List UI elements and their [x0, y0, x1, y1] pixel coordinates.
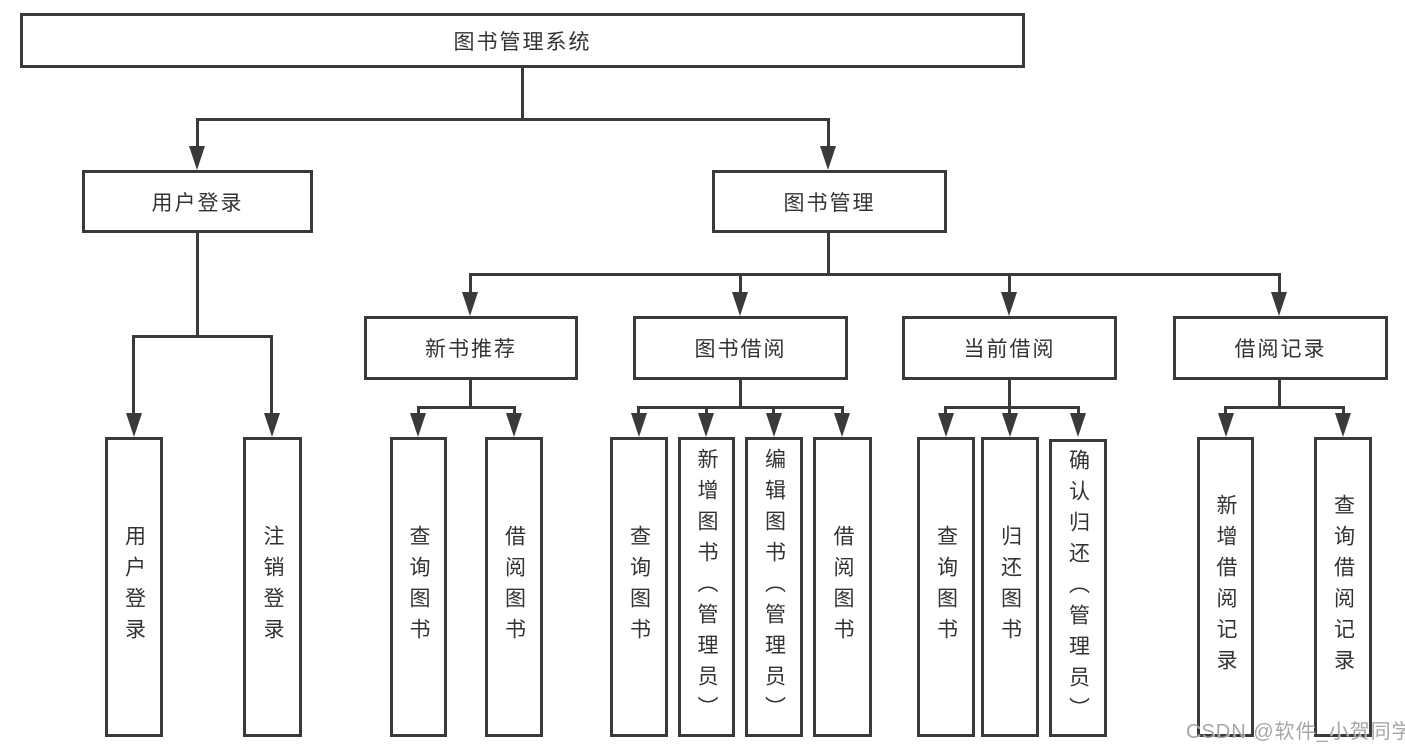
leaf-label: 新增借阅记录	[1214, 494, 1237, 680]
connector-line	[1278, 273, 1281, 297]
connector-line	[1224, 406, 1345, 409]
arrowhead-down-icon	[126, 413, 142, 437]
connector-line	[132, 335, 135, 415]
connector-line	[196, 118, 830, 121]
connector-line	[944, 406, 947, 418]
connector-line	[739, 273, 742, 297]
arrowhead-down-icon	[410, 413, 426, 437]
arrowhead-down-icon	[834, 413, 850, 437]
connector-line	[1224, 406, 1227, 418]
arrowhead-down-icon	[820, 146, 836, 170]
connector-line	[637, 406, 844, 409]
arrowhead-down-icon	[264, 413, 280, 437]
node-label: 借阅记录	[1234, 338, 1327, 361]
connector-line	[772, 406, 775, 418]
node-label: 图书借阅	[694, 338, 787, 361]
node-library-management-system: 图书管理系统	[20, 13, 1025, 68]
connector-line	[637, 406, 640, 418]
leaf-return-book: 归还图书	[981, 437, 1039, 737]
connector-line	[944, 406, 1080, 409]
node-book-borrowing: 图书借阅	[633, 316, 848, 380]
node-label: 当前借阅	[963, 338, 1056, 361]
arrowhead-down-icon	[1070, 413, 1086, 437]
leaf-query-borrow-record: 查询借阅记录	[1314, 437, 1372, 737]
leaf-label: 借阅图书	[502, 525, 526, 649]
leaf-label: 借阅图书	[831, 525, 854, 649]
node-label: 新书推荐	[425, 338, 517, 361]
arrowhead-down-icon	[698, 413, 714, 437]
leaf-borrow-book: 借阅图书	[813, 437, 872, 737]
connector-line	[469, 273, 472, 297]
leaf-query-book-current: 查询图书	[917, 437, 975, 737]
arrowhead-down-icon	[462, 292, 478, 316]
leaf-label: 查询图书	[934, 525, 958, 649]
node-new-book-recommendation: 新书推荐	[364, 316, 578, 380]
connector-line	[705, 406, 708, 418]
arrowhead-down-icon	[631, 413, 647, 437]
connector-line	[739, 380, 742, 409]
connector-line	[196, 118, 199, 150]
leaf-user-login: 用户登录	[105, 437, 163, 737]
arrowhead-down-icon	[732, 292, 748, 316]
leaf-logout: 注销登录	[243, 437, 302, 737]
connector-line	[1278, 380, 1281, 409]
leaf-add-book-admin: 新增图书（管理员）	[678, 437, 735, 737]
node-book-management: 图书管理	[712, 170, 947, 233]
leaf-borrow-book-recommend: 借阅图书	[485, 437, 543, 737]
node-label: 用户登录	[151, 191, 244, 215]
connector-line	[513, 406, 516, 418]
arrowhead-down-icon	[1271, 292, 1287, 316]
arrowhead-down-icon	[189, 146, 205, 170]
node-borrowing-records: 借阅记录	[1173, 316, 1388, 380]
leaf-add-borrow-record: 新增借阅记录	[1197, 437, 1254, 737]
node-label: 图书管理	[783, 191, 876, 215]
leaf-edit-book-admin: 编辑图书（管理员）	[745, 437, 803, 737]
connector-line	[1008, 406, 1011, 418]
arrowhead-down-icon	[938, 413, 954, 437]
connector-line	[1077, 406, 1080, 418]
connector-line	[827, 233, 830, 273]
leaf-label: 编辑图书（管理员）	[762, 447, 786, 727]
arrowhead-down-icon	[1218, 413, 1234, 437]
connector-line	[1008, 273, 1011, 297]
leaf-query-book-borrowing: 查询图书	[610, 437, 668, 737]
connector-line	[841, 406, 844, 418]
leaf-label: 查询图书	[407, 525, 430, 649]
connector-line	[1008, 380, 1011, 409]
leaf-label: 确认归还（管理员）	[1066, 448, 1090, 728]
node-current-borrowing: 当前借阅	[902, 316, 1117, 380]
leaf-label: 新增图书（管理员）	[695, 447, 718, 727]
connector-line	[196, 233, 199, 335]
leaf-label: 查询借阅记录	[1331, 494, 1355, 680]
connector-line	[132, 335, 273, 338]
connector-line	[469, 380, 472, 409]
arrowhead-down-icon	[506, 413, 522, 437]
connector-line	[827, 118, 830, 150]
csdn-watermark: CSDN @软件_小贺同学	[1186, 721, 1405, 743]
connector-line	[270, 335, 273, 415]
leaf-label: 查询图书	[627, 525, 651, 649]
connector-line	[469, 273, 1281, 276]
connector-line	[417, 406, 516, 409]
node-label: 图书管理系统	[453, 30, 592, 54]
leaf-label: 注销登录	[261, 525, 284, 649]
leaf-query-book-recommend: 查询图书	[390, 437, 447, 737]
arrowhead-down-icon	[1002, 413, 1018, 437]
arrowhead-down-icon	[1001, 292, 1017, 316]
node-user-login: 用户登录	[82, 170, 313, 233]
leaf-confirm-return-admin: 确认归还（管理员）	[1049, 439, 1107, 737]
connector-line	[417, 406, 420, 418]
arrowhead-down-icon	[1335, 413, 1351, 437]
arrowhead-down-icon	[766, 413, 782, 437]
leaf-label: 用户登录	[122, 525, 146, 649]
connector-line	[1342, 406, 1345, 418]
leaf-label: 归还图书	[998, 525, 1022, 649]
connector-line	[521, 68, 524, 118]
